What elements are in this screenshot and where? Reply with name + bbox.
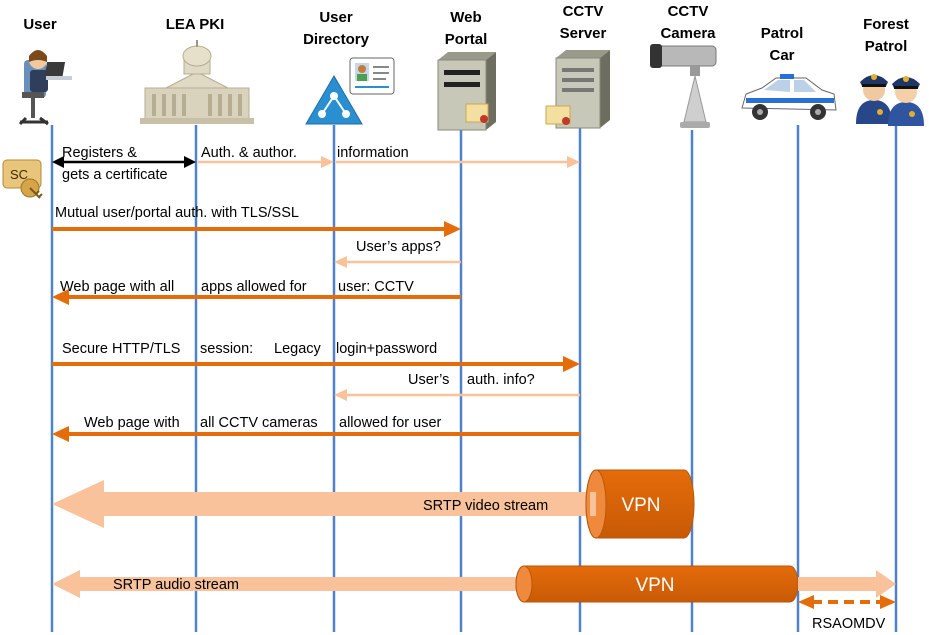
mutual-auth-label: Mutual user/portal auth. with TLS/SSL — [55, 205, 299, 221]
participant-cctv-camera-name-line1: CCTV — [668, 3, 709, 20]
vpn-audio-label: VPN — [635, 575, 674, 596]
message-mutual-auth: Mutual user/portal auth. with TLS/SSL — [52, 205, 461, 237]
participant-cctv-server-name-line1: CCTV — [563, 3, 604, 20]
registers-label-line2: gets a certificate — [62, 167, 168, 183]
participant-web-portal-name-line2: Portal — [445, 31, 488, 48]
srtp-audio-arrow — [52, 570, 528, 598]
web-portal-server-icon — [437, 52, 496, 131]
participant-headers: User LEA PKI User Directory Web Portal C… — [23, 3, 909, 64]
participant-patrol-car-name-line2: Car — [769, 47, 794, 64]
web-page-apps-label-a: Web page with all — [60, 279, 174, 295]
message-rsaomdv: RSAOMDV — [798, 595, 896, 632]
users-apps-label: User’s apps? — [356, 239, 441, 255]
police-officers-icon — [856, 74, 924, 126]
participant-user-directory-name-line2: Directory — [303, 31, 370, 48]
message-srtp-audio: VPN SRTP audio stream — [52, 565, 896, 603]
information-label: information — [337, 145, 409, 161]
message-auth-author-information: Auth. & author. information — [198, 145, 580, 168]
message-registers: Registers & gets a certificate — [52, 145, 196, 183]
participant-lea-pki-name: LEA PKI — [166, 16, 225, 33]
message-web-page-cctv: Web page with all CCTV cameras allowed f… — [52, 415, 580, 442]
participant-user-directory-name-line1: User — [319, 9, 353, 26]
participant-patrol-car-name-line1: Patrol — [761, 25, 804, 42]
rsaomdv-label: RSAOMDV — [812, 616, 886, 632]
secure-http-label-a: Secure HTTP/TLS — [62, 341, 180, 357]
vpn-video-label: VPN — [621, 495, 660, 516]
message-users-auth-info: User’s auth. info? — [334, 372, 580, 401]
users-auth-info-label-b: auth. info? — [467, 372, 535, 388]
participant-cctv-server-name-line2: Server — [560, 25, 607, 42]
message-web-page-apps: Web page with all apps allowed for user:… — [52, 279, 461, 305]
secure-http-label-b: session: — [200, 341, 253, 357]
message-srtp-video: VPN SRTP video stream — [52, 469, 695, 539]
security-camera-icon — [650, 44, 717, 128]
secure-http-label-d: login+password — [336, 341, 437, 357]
participant-forest-patrol-name-line1: Forest — [863, 16, 909, 33]
auth-author-label: Auth. & author. — [201, 145, 297, 161]
srtp-video-arrow — [52, 480, 596, 528]
participant-cctv-camera-name-line2: Camera — [660, 25, 716, 42]
secure-http-label-c: Legacy — [274, 341, 322, 357]
web-page-cctv-label-c: allowed for user — [339, 415, 442, 431]
message-secure-http: Secure HTTP/TLS session: Legacy login+pa… — [52, 341, 580, 372]
cctv-server-icon — [545, 50, 610, 129]
web-page-cctv-label-b: all CCTV cameras — [200, 415, 318, 431]
message-users-apps: User’s apps? — [334, 239, 461, 268]
srtp-audio-label: SRTP audio stream — [113, 577, 239, 593]
users-auth-info-label-a: User’s — [408, 372, 449, 388]
web-page-cctv-label-a: Web page with — [84, 415, 180, 431]
directory-id-card-icon — [305, 57, 395, 125]
web-page-apps-label-b: apps allowed for — [201, 279, 307, 295]
police-car-icon — [741, 74, 837, 120]
smartcard-label: SC — [10, 167, 28, 182]
registers-label-line1: Registers & — [62, 145, 137, 161]
lifelines — [50, 125, 898, 632]
government-building-icon — [140, 40, 254, 124]
participant-web-portal-name-line1: Web — [450, 9, 481, 26]
web-page-apps-label-c: user: CCTV — [338, 279, 414, 295]
srtp-video-label: SRTP video stream — [423, 498, 548, 514]
srtp-audio-forest-arrow — [798, 570, 896, 598]
smartcard-icon: SC — [2, 159, 43, 199]
participant-forest-patrol-name-line2: Patrol — [865, 38, 908, 55]
participant-user-name: User — [23, 16, 57, 33]
user-at-laptop-icon — [18, 50, 72, 126]
